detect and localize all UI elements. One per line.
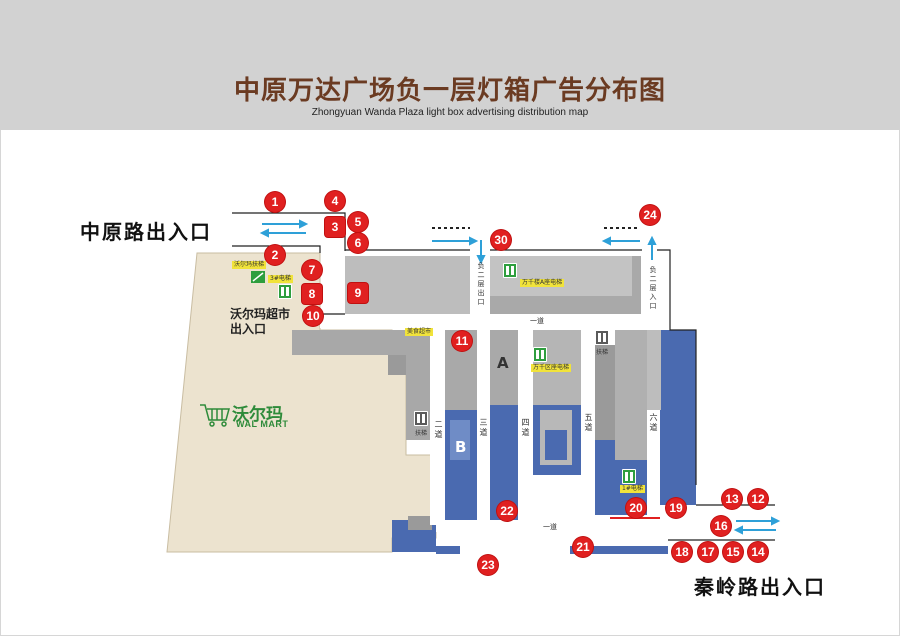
aisle-3-corridor: [477, 330, 490, 525]
aisle-4-label: 四道: [521, 418, 530, 437]
zone-b-label: B: [455, 438, 467, 456]
ad-marker-17[interactable]: 17: [698, 542, 718, 562]
map-subtitle: Zhongyuan Wanda Plaza light box advertis…: [311, 107, 589, 118]
aisle-1-bottom-label: 一道: [543, 523, 557, 531]
ad-marker-14[interactable]: 14: [748, 542, 768, 562]
escalator-label-2: 扶梯: [415, 430, 428, 437]
main-corridor: [320, 314, 670, 328]
ad-marker-20[interactable]: 20: [626, 498, 646, 518]
escalator-icon-1: [595, 330, 609, 345]
ad-marker-10[interactable]: 10: [303, 306, 323, 326]
elevator3-tag: 3#电梯: [268, 275, 293, 283]
elevator-icon-1: [622, 469, 636, 484]
ad-marker-23[interactable]: 23: [478, 555, 498, 575]
escalator-icon-2: [414, 411, 428, 426]
ad-marker-8[interactable]: 8: [302, 284, 322, 304]
elevator-icon-3: [278, 284, 292, 299]
top-corridor: [470, 250, 490, 320]
ad-marker-13[interactable]: 13: [722, 489, 742, 509]
aisle-5-corridor: [581, 330, 595, 490]
ad-marker-16[interactable]: 16: [711, 516, 731, 536]
ad-marker-24[interactable]: 24: [640, 205, 660, 225]
zone-b-light: [450, 420, 470, 460]
bottom-corridor-2: [460, 546, 570, 554]
ad-marker-30[interactable]: 30: [491, 230, 511, 250]
aisle-4-corridor: [518, 330, 533, 490]
walls: [232, 212, 775, 541]
ad-marker-21[interactable]: 21: [573, 537, 593, 557]
header: 中原万达广场负一层灯箱广告分布图 Zhongyuan Wanda Plaza l…: [0, 0, 900, 130]
arrows: [259, 219, 781, 535]
ad-marker-5[interactable]: 5: [348, 212, 368, 232]
gray-store-west-4: [408, 516, 432, 530]
zone-a-corridor: [518, 490, 581, 500]
elevator-icon-b: [533, 347, 547, 362]
ad-marker-4[interactable]: 4: [325, 191, 345, 211]
aisle-3-label: 三道: [479, 418, 488, 437]
zone-d-blue: [595, 440, 615, 515]
zone-f-blue: [660, 330, 696, 485]
ad-marker-9[interactable]: 9: [348, 283, 368, 303]
zhongyuan-road-entrance: 中原路出入口: [80, 220, 212, 244]
aisle-6-corridor: [647, 410, 660, 500]
walmart-logo-cn: 沃尔玛: [232, 405, 283, 425]
walmart-entrance-label-1: 沃尔玛超市: [230, 307, 291, 321]
wanda-elevator-b-tag: 万千区座电梯: [531, 364, 572, 372]
aisle-2-label: 二道: [434, 420, 443, 439]
map-title: 中原万达广场负一层灯箱广告分布图: [233, 76, 666, 106]
food-court-tag: 美食超市: [405, 328, 434, 336]
aisle-1-label: 一道: [530, 317, 544, 325]
exit-b2-label-a: 负二层出口: [477, 262, 485, 306]
bottom-corridor: [436, 520, 701, 532]
gray-store-west: [292, 330, 430, 440]
top-wall: [345, 250, 657, 256]
ad-marker-11[interactable]: 11: [452, 331, 472, 351]
elevator-icon-a: [503, 263, 517, 278]
ad-marker-1[interactable]: 1: [265, 192, 285, 212]
zone-c-inner-blue: [545, 430, 567, 460]
ad-marker-19[interactable]: 19: [666, 498, 686, 518]
walmart-escalator-tag: 沃尔玛扶梯: [232, 261, 267, 269]
aisle-5-label: 五道: [584, 413, 593, 432]
ad-marker-15[interactable]: 15: [723, 542, 743, 562]
top-corridor-2: [641, 250, 657, 320]
escalator-label-1: 扶梯: [596, 349, 609, 356]
zone-f-gray: [647, 330, 661, 410]
elevator-1-tag: 1#电梯: [620, 485, 645, 493]
zone-a-label: A: [497, 354, 509, 372]
walmart-entrance-label-2: 出入口: [230, 322, 267, 336]
cart-icon: [200, 404, 230, 427]
wanda-elevator-a-tag: 万千楼A座电梯: [520, 279, 565, 287]
exit-b2-label-b: 负二层入口: [649, 266, 657, 310]
ad-marker-6[interactable]: 6: [348, 233, 368, 253]
qinling-road-entrance: 秦岭路出入口: [694, 575, 826, 599]
aisle-6-label: 六道: [649, 413, 658, 432]
gray-store-west-2: [388, 355, 406, 375]
ad-marker-12[interactable]: 12: [748, 489, 768, 509]
ad-marker-3[interactable]: 3: [325, 217, 345, 237]
ad-marker-2[interactable]: 2: [265, 245, 285, 265]
zone-e-gray: [615, 330, 647, 460]
ad-marker-22[interactable]: 22: [497, 501, 517, 521]
ad-marker-18[interactable]: 18: [672, 542, 692, 562]
zone-d-gray: [595, 345, 615, 445]
walmart-logo-en: WAL MART: [236, 419, 289, 429]
aisle-2-corridor: [430, 330, 445, 525]
ad-marker-7[interactable]: 7: [302, 260, 322, 280]
